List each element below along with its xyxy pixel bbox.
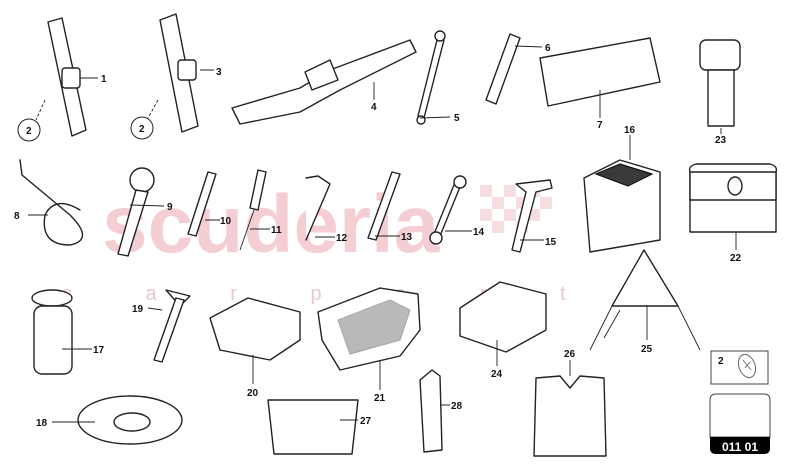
callout-18[interactable]: 18 — [36, 418, 48, 429]
callout-8[interactable]: 8 — [14, 211, 20, 222]
leader-lines — [28, 45, 737, 423]
callout-4[interactable]: 4 — [371, 102, 377, 113]
callout-13[interactable]: 13 — [401, 232, 413, 243]
callout-circle-2b — [130, 116, 154, 140]
tool-15 — [511, 179, 553, 253]
callout-20[interactable]: 20 — [247, 388, 259, 399]
strap-1 — [35, 17, 87, 137]
wrench-5 — [416, 30, 446, 125]
first-aid-box-24 — [459, 281, 547, 353]
bottle-17 — [31, 289, 73, 375]
callout-24[interactable]: 24 — [491, 369, 503, 380]
callout-6[interactable]: 6 — [545, 43, 551, 54]
callout-23[interactable]: 23 — [715, 135, 727, 146]
callout-27[interactable]: 27 — [360, 416, 372, 427]
callouts: 1 2 2 3 4 5 6 7 23 8 9 10 11 12 13 14 15… — [14, 43, 742, 429]
callout-26[interactable]: 26 — [564, 349, 576, 360]
callout-14[interactable]: 14 — [473, 227, 485, 238]
callout-21[interactable]: 21 — [374, 393, 386, 404]
bolt-23 — [699, 39, 741, 127]
strap-3 — [147, 13, 199, 133]
diagram-code: 011 01 — [722, 440, 758, 454]
callout-7[interactable]: 7 — [597, 120, 603, 131]
spanner-14 — [429, 175, 467, 245]
legend-ref-number: 2 — [718, 356, 724, 367]
callout-10[interactable]: 10 — [220, 216, 232, 227]
case-21 — [317, 287, 421, 371]
callout-2a[interactable]: 2 — [26, 126, 32, 137]
callout-3[interactable]: 3 — [216, 67, 222, 78]
callout-16[interactable]: 16 — [624, 125, 636, 136]
key-12 — [305, 175, 331, 241]
bar-13 — [367, 171, 401, 241]
callout-15[interactable]: 15 — [545, 237, 557, 248]
callout-19[interactable]: 19 — [132, 304, 144, 315]
tray-20 — [209, 297, 301, 361]
hook-8 — [19, 159, 84, 246]
pouch-22 — [688, 163, 778, 233]
callout-1[interactable]: 1 — [101, 74, 107, 85]
vest-26 — [533, 375, 607, 457]
disc-18 — [77, 395, 183, 445]
pin-10 — [187, 171, 217, 237]
bag-28 — [419, 369, 443, 453]
screwdriver-11 — [239, 169, 267, 251]
callout-9[interactable]: 9 — [167, 202, 173, 213]
callout-12[interactable]: 12 — [336, 233, 348, 244]
callout-2b[interactable]: 2 — [139, 124, 145, 135]
callout-25[interactable]: 25 — [641, 344, 653, 355]
warning-triangle-25 — [589, 249, 701, 351]
wing-bolt-19 — [153, 289, 191, 363]
diagram-code-box: 011 01 — [709, 393, 771, 454]
callout-28[interactable]: 28 — [451, 401, 463, 412]
cover-7 — [539, 37, 661, 107]
battery-16 — [583, 159, 661, 253]
callout-11[interactable]: 11 — [271, 225, 282, 236]
legend-box: 2 — [710, 350, 769, 385]
callout-5[interactable]: 5 — [454, 113, 460, 124]
checker-flag-squares — [480, 185, 552, 233]
callout-17[interactable]: 17 — [93, 345, 105, 356]
bar-6 — [485, 33, 521, 105]
tow-eye-9 — [117, 167, 155, 257]
callout-22[interactable]: 22 — [730, 253, 742, 264]
jack-4 — [231, 39, 417, 125]
cover-27 — [267, 399, 359, 455]
callout-circle-2a — [17, 118, 41, 142]
